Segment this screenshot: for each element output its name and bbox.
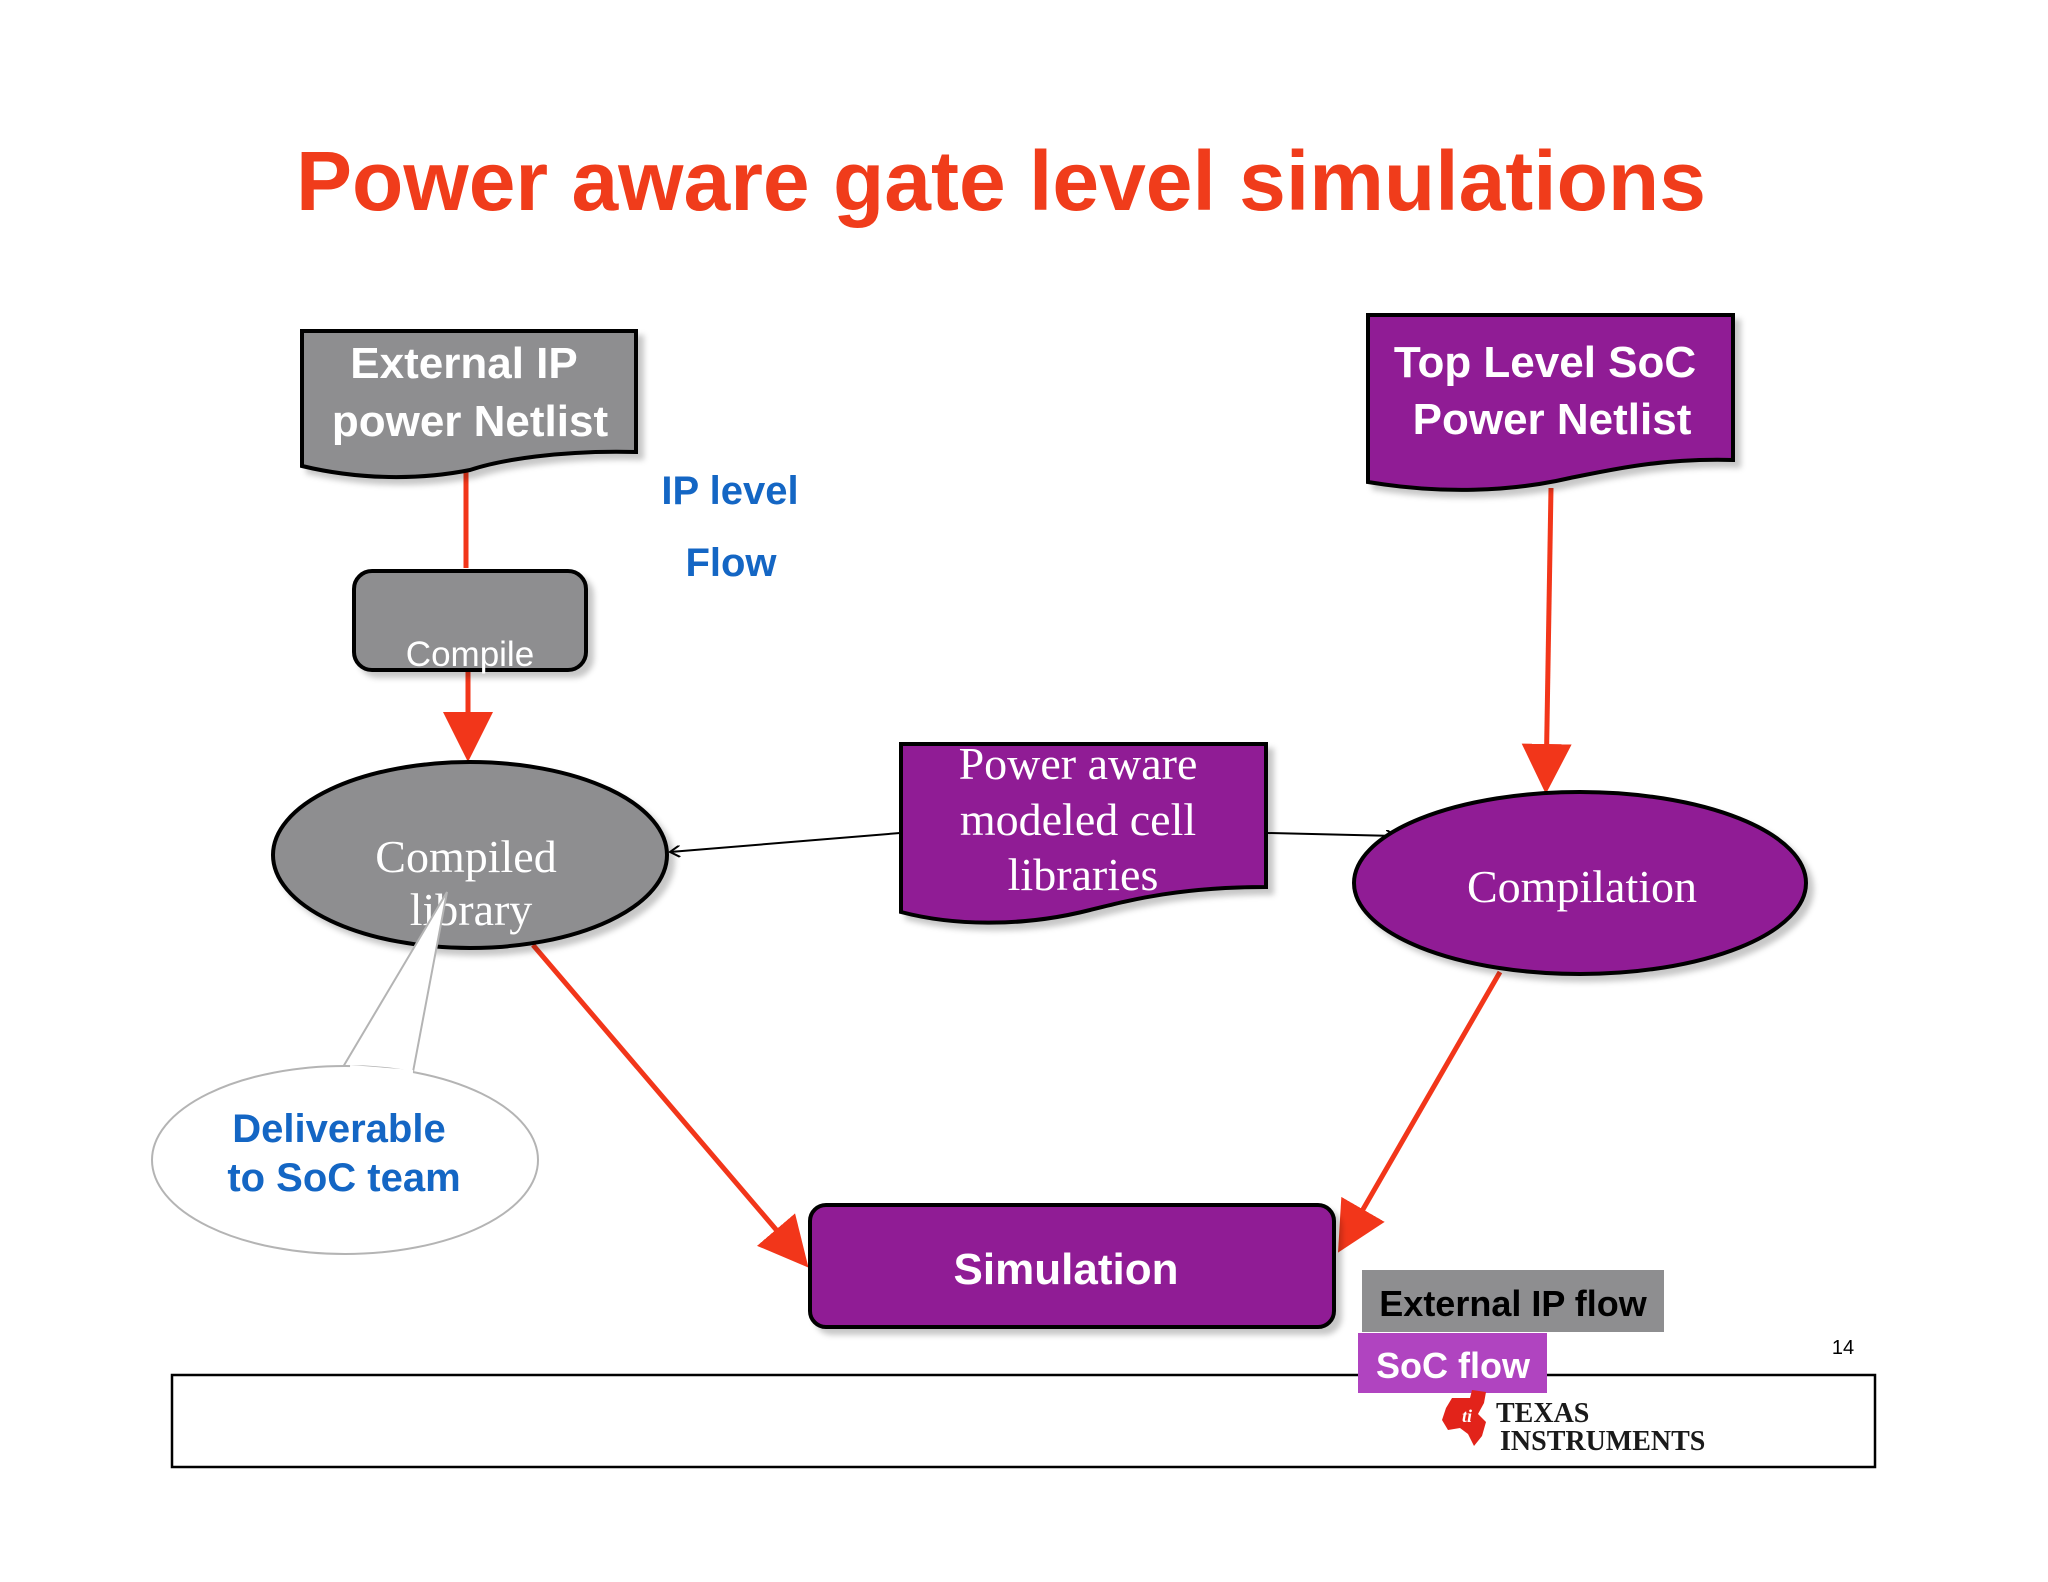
deliverable-line2: to SoC team (227, 1156, 460, 1200)
cell-libraries-line1: Power aware (959, 738, 1198, 789)
cell-libraries-line3: libraries (1008, 849, 1159, 900)
simulation-box (808, 1203, 1336, 1329)
legend-external-ip-label: External IP flow (1379, 1283, 1647, 1324)
external-ip-netlist-box (300, 329, 638, 480)
compilation-ellipse (1352, 790, 1808, 976)
simulation-label: Simulation (954, 1245, 1179, 1294)
ti-logo-ti: ti (1462, 1406, 1472, 1426)
compile-label: Compile (406, 635, 534, 674)
legend-soc-swatch (1358, 1333, 1547, 1393)
page-number: 14 (1832, 1337, 1854, 1359)
compile-box (352, 569, 588, 672)
arrow-library-to-simulation (531, 943, 809, 1268)
compiled-library-line1: Compiled (375, 831, 556, 882)
ti-logo-mark (1442, 1390, 1486, 1446)
ip-level-flow-line2: Flow (685, 541, 777, 585)
external-ip-netlist-line2: power Netlist (332, 397, 609, 446)
ti-logo-line2: INSTRUMENTS (1500, 1426, 1705, 1457)
legend-external-ip-swatch (1362, 1270, 1664, 1332)
compiled-library-ellipse (271, 760, 669, 950)
cell-libraries-line2: modeled cell (960, 794, 1196, 845)
arrow-compilation-to-simulation (1338, 970, 1503, 1253)
ti-logo: ti TEXAS INSTRUMENTS (1442, 1390, 1705, 1457)
arrow-cells-to-library (670, 832, 901, 852)
top-level-netlist-line1: Top Level SoC (1394, 338, 1696, 387)
ip-level-flow-line1: IP level (661, 469, 798, 513)
deliverable-callout (151, 891, 539, 1255)
arrow-soc-netlist-to-compilation (1521, 487, 1572, 794)
arrow-cells-to-compilation (1267, 833, 1396, 836)
deliverable-line1: Deliverable (232, 1107, 445, 1151)
top-level-netlist-line2: Power Netlist (1413, 395, 1692, 444)
cell-libraries-box (899, 742, 1268, 925)
ti-logo-line1: TEXAS (1496, 1398, 1589, 1429)
legend-soc-label: SoC flow (1376, 1345, 1531, 1386)
external-ip-netlist-line1: External IP (350, 339, 577, 388)
top-level-netlist-box (1366, 313, 1735, 492)
footer-frame (170, 1373, 1877, 1469)
slide-title: Power aware gate level simulations (296, 134, 1706, 228)
compilation-label: Compilation (1467, 861, 1697, 912)
